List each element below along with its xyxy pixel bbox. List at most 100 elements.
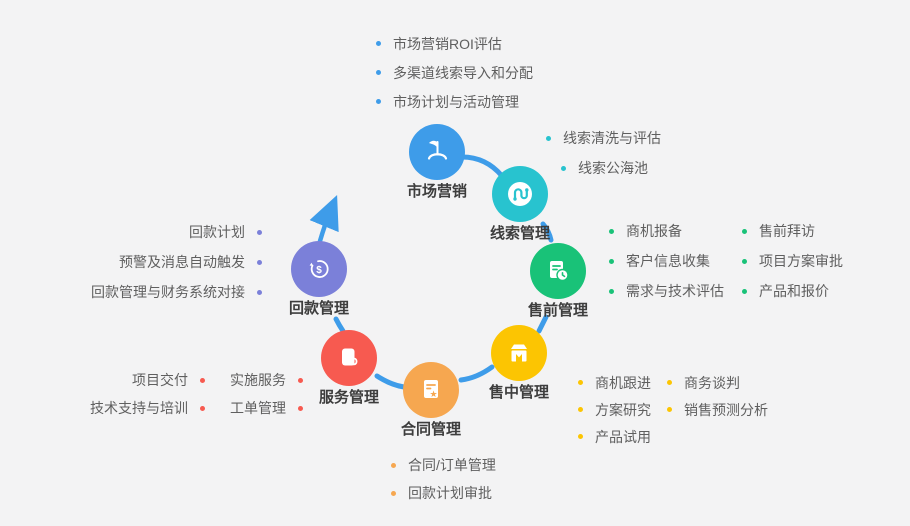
node-payment: $ 回款管理 [289,241,349,317]
payment-feature-list: 回款计划 预警及消息自动触发 回款管理与财务系统对接 [40,217,262,307]
bullet-icon [391,490,396,496]
list-item-label: 回款计划审批 [408,485,492,501]
list-item: 销售预测分析 [667,396,768,423]
contract-circle: ★ [403,362,459,418]
bullet-icon [376,70,381,75]
insales-list-col2: 商务谈判 销售预测分析 [667,369,768,423]
node-label-service: 服务管理 [318,389,380,406]
list-item-label: 市场计划与活动管理 [393,93,519,110]
list-item-label: 实施服务 [230,372,286,388]
node-label-leads: 线索管理 [489,225,551,242]
bullet-icon [546,135,551,141]
list-item-label: 需求与技术评估 [626,283,724,299]
list-item-label: 产品试用 [595,428,651,445]
bullet-icon [257,289,262,295]
list-item-label: 客户信息收集 [626,253,710,269]
bullet-icon [578,407,583,412]
insales-circle [491,325,547,381]
svg-text:★: ★ [429,389,437,399]
list-item: 市场计划与活动管理 [376,87,533,116]
service-list-col1: 项目交付 技术支持与培训 [60,366,205,422]
node-label-contract: 合同管理 [400,421,462,438]
list-item: 技术支持与培训 [60,394,205,422]
node-leads: 线索管理 [490,166,550,242]
bullet-icon [609,228,614,234]
service-list-col2: 实施服务 工单管理 [205,366,303,422]
connector-contract-service [374,373,407,390]
list-item: 产品试用 [578,423,667,450]
insales-feature-list: 商机跟进 方案研究 产品试用 商务谈判 销售预测分析 [578,369,768,450]
list-item-label: 线索清洗与评估 [563,130,661,146]
bullet-icon [742,258,747,264]
bullet-icon [376,99,381,104]
refresh-dollar-icon: $ [309,260,329,278]
service-feature-list: 项目交付 技术支持与培训 实施服务 工单管理 [60,366,303,422]
list-item: 多渠道线索导入和分配 [376,58,533,87]
list-item: 合同/订单管理 [391,451,496,479]
bullet-icon [667,380,672,385]
list-item-label: 预警及消息自动触发 [119,254,245,270]
node-presales: 售前管理 [528,243,588,319]
list-item: 商机跟进 [578,369,667,396]
svg-text:$: $ [316,265,322,276]
list-item: 回款管理与财务系统对接 [40,277,262,307]
node-insales: 售中管理 [489,325,549,401]
bullet-icon [578,434,583,439]
list-item: 方案研究 [578,396,667,423]
list-item-label: 工单管理 [230,400,286,416]
bullet-icon [742,228,747,234]
bullet-icon [667,407,672,412]
node-contract: ★ 合同管理 [401,362,461,438]
node-label-payment: 回款管理 [288,300,350,317]
list-item: 回款计划审批 [391,479,496,507]
list-item-label: 商机报备 [626,223,682,239]
presales-circle [530,243,586,299]
leads-feature-list: 线索清洗与评估 线索公海池 [546,123,661,183]
list-item: 预警及消息自动触发 [40,247,262,277]
node-label-insales: 售中管理 [488,384,550,401]
list-item-label: 项目交付 [132,372,188,388]
document-star-icon: ★ [424,380,438,399]
list-item: 客户信息收集 [609,246,742,276]
route-icon [508,182,532,206]
list-item-label: 回款计划 [189,224,245,240]
node-label-marketing: 市场营销 [406,183,468,200]
node-marketing: 市场营销 [407,124,467,200]
list-item-label: 商务谈判 [684,374,740,391]
bullet-icon [561,165,566,171]
bullet-icon [742,288,747,294]
service-circle [321,330,377,386]
leads-circle [492,166,548,222]
list-item: 售前拜访 [742,216,843,246]
list-item-label: 技术支持与培训 [90,400,188,416]
list-item-label: 线索公海池 [578,160,648,176]
list-item-label: 售前拜访 [759,223,815,239]
connector-insales-contract [458,364,495,383]
bullet-icon [391,462,396,468]
bullet-icon [298,405,303,411]
list-item: 线索清洗与评估 [546,123,661,153]
list-item: 商务谈判 [667,369,768,396]
list-item-label: 项目方案审批 [759,253,843,269]
marketing-circle [409,124,465,180]
list-item: 工单管理 [205,394,303,422]
presales-feature-list: 商机报备 客户信息收集 需求与技术评估 售前拜访 项目方案审批 产品和 [609,216,843,306]
list-item: 项目交付 [60,366,205,394]
bullet-icon [257,229,262,235]
list-item: 线索公海池 [561,153,661,183]
marketing-feature-list: 市场营销ROI评估 多渠道线索导入和分配 市场计划与活动管理 [376,29,533,116]
list-item: 实施服务 [205,366,303,394]
list-item: 商机报备 [609,216,742,246]
list-item-label: 商机跟进 [595,374,651,391]
bullet-icon [298,377,303,383]
list-item: 需求与技术评估 [609,276,742,306]
bullet-icon [257,259,262,265]
list-item-label: 方案研究 [595,401,651,418]
bullet-icon [376,41,381,46]
list-item-label: 销售预测分析 [684,401,768,418]
list-item-label: 多渠道线索导入和分配 [393,64,533,81]
insales-list-col1: 商机跟进 方案研究 产品试用 [578,369,667,450]
list-item-label: 市场营销ROI评估 [393,35,502,52]
list-item-label: 合同/订单管理 [408,457,496,473]
